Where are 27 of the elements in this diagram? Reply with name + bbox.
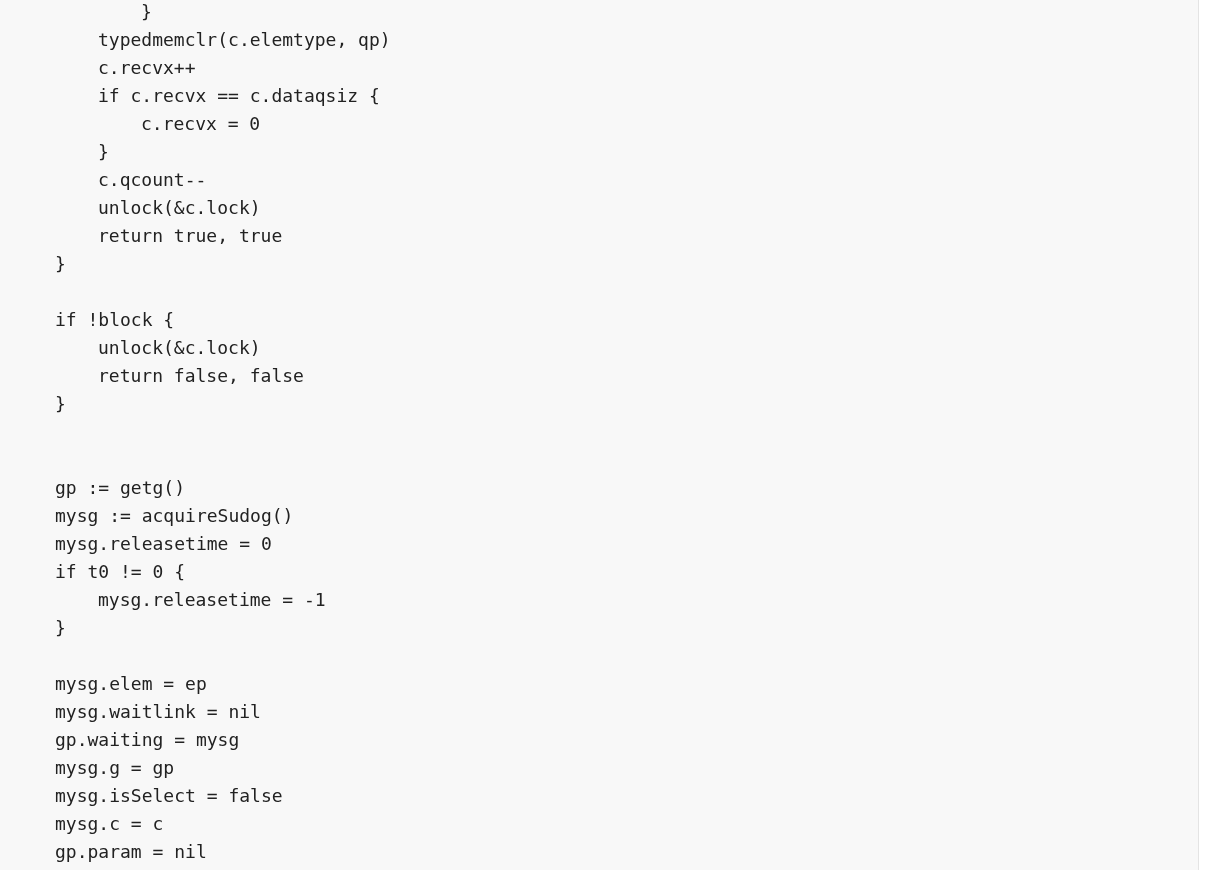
code-line: unlock(&c.lock)	[98, 336, 261, 360]
code-line: mysg.releasetime = 0	[55, 532, 272, 556]
code-line: mysg.releasetime = -1	[98, 588, 326, 612]
code-line: }	[98, 140, 109, 164]
code-line: gp := getg()	[55, 476, 186, 500]
code-line: mysg := acquireSudog()	[55, 504, 294, 528]
code-line: if t0 != 0 {	[55, 560, 186, 584]
code-line: mysg.elem = ep	[55, 672, 207, 696]
code-line: mysg.c = c	[55, 812, 164, 836]
code-line: mysg.isSelect = false	[55, 784, 283, 808]
code-line: }	[55, 616, 66, 640]
code-line: mysg.g = gp	[55, 756, 175, 780]
code-line: return false, false	[98, 364, 304, 388]
code-line: if !block {	[55, 308, 175, 332]
code-line: c.recvx++	[98, 56, 196, 80]
code-line: mysg.waitlink = nil	[55, 700, 261, 724]
code-line: c.recvx = 0	[141, 112, 261, 136]
code-line: gp.waiting = mysg	[55, 728, 240, 752]
code-line: return true, true	[98, 224, 283, 248]
code-line: if c.recvx == c.dataqsiz {	[98, 84, 380, 108]
code-line: }	[55, 392, 66, 416]
code-line: gp.param = nil	[55, 840, 207, 864]
code-line: }	[55, 252, 66, 276]
code-line: c.qcount--	[98, 168, 207, 192]
code-line: }	[141, 0, 152, 24]
code-line: typedmemclr(c.elemtype, qp)	[98, 28, 391, 52]
code-line: unlock(&c.lock)	[98, 196, 261, 220]
